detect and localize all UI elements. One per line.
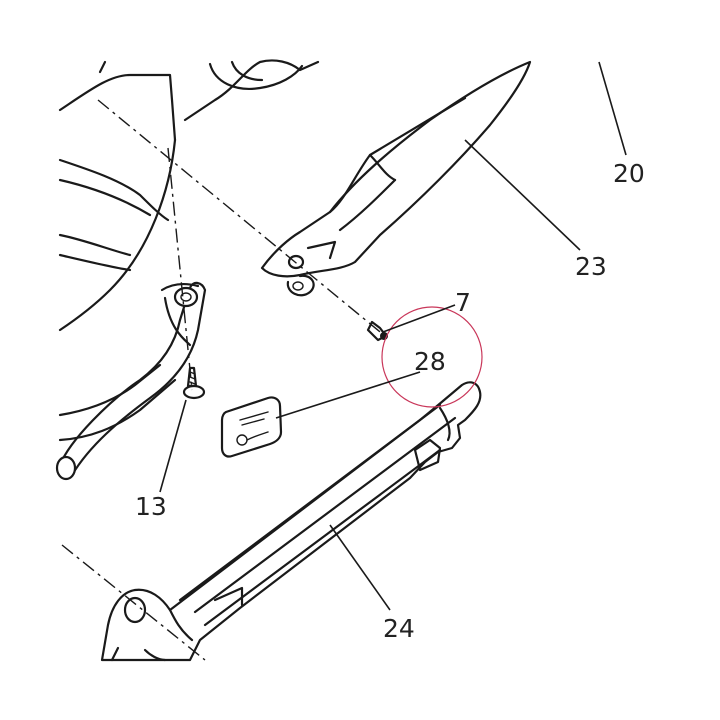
assembly-axes [61,99,386,661]
callout-24: 24 [383,614,415,643]
leader-24 [329,524,391,611]
callout-7: 7 [455,288,471,317]
side-cover-23 [260,60,532,297]
bolt-13 [182,366,206,400]
label-plate-28 [220,396,283,458]
frame-body [58,59,320,442]
leader-lines [159,61,627,611]
rail-24 [100,381,482,662]
leader-23 [464,139,581,251]
leader-7 [382,304,456,333]
leader-13 [159,399,187,493]
mounting-arm [55,281,207,481]
leader-20 [598,61,627,156]
callout-23: 23 [575,252,607,281]
axis-bolt [167,147,193,391]
highlight-circle [381,306,483,408]
callout-labels: 20 23 7 28 13 24 [135,159,645,643]
axis-rail [61,544,206,661]
callout-13: 13 [135,492,167,521]
axis-screw [97,99,386,337]
leader-28 [275,371,421,419]
callout-28: 28 [414,347,446,376]
callout-20: 20 [613,159,645,188]
